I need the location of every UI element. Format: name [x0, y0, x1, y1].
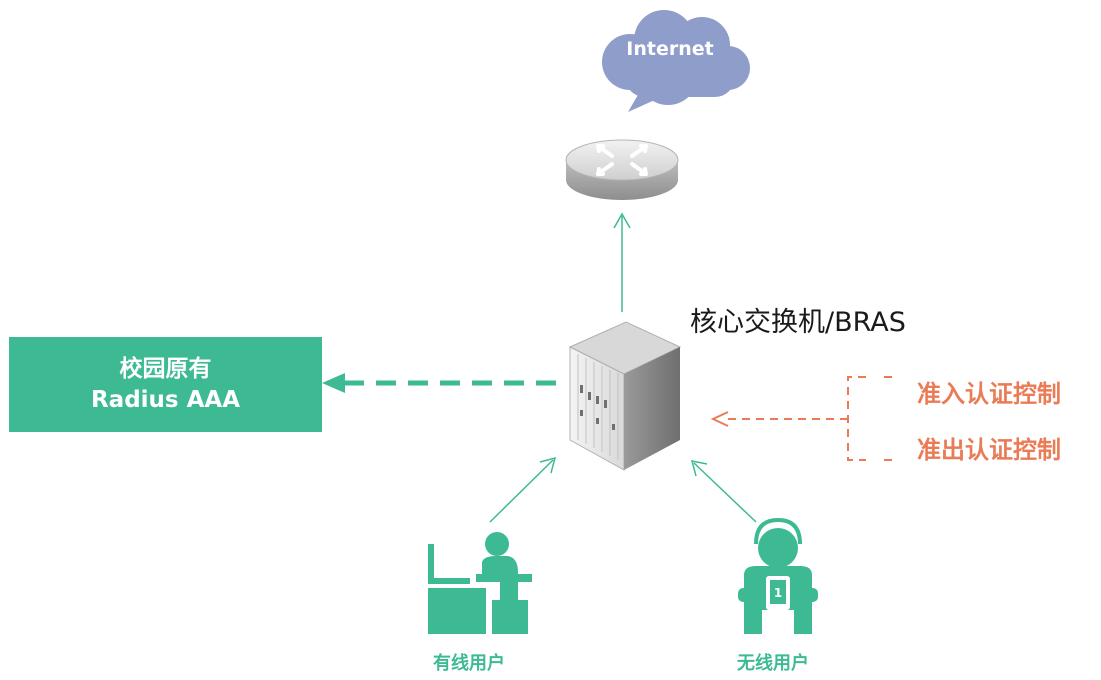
- aaa-server-line1: 校园原有: [119, 355, 212, 382]
- router-icon: [565, 139, 679, 200]
- aaa-dashed-arrow: [322, 373, 556, 393]
- control-dashed-arrow: [710, 376, 892, 461]
- wireless-user-label: 无线用户: [737, 653, 809, 674]
- wired-user-icon: [428, 532, 532, 634]
- aaa-server-line2: Radius AAA: [90, 386, 241, 413]
- wired-user-label: 有线用户: [433, 653, 505, 674]
- exit-control-label: 准出认证控制: [917, 436, 1061, 464]
- wired-uplink-arrow: [489, 456, 557, 523]
- core-switch-label: 核心交换机/BRAS: [690, 307, 906, 338]
- aaa-server-box: 校园原有 Radius AAA: [9, 337, 322, 432]
- internet-label: Internet: [626, 38, 714, 60]
- core-switch-icon: [568, 321, 682, 471]
- internet-cloud-icon: [602, 10, 750, 112]
- svg-text:1: 1: [774, 586, 782, 600]
- admission-control-label: 准入认证控制: [917, 380, 1061, 408]
- uplink-arrow: [613, 212, 631, 312]
- wireless-user-icon: 1: [738, 517, 818, 634]
- wireless-uplink-arrow: [690, 460, 757, 523]
